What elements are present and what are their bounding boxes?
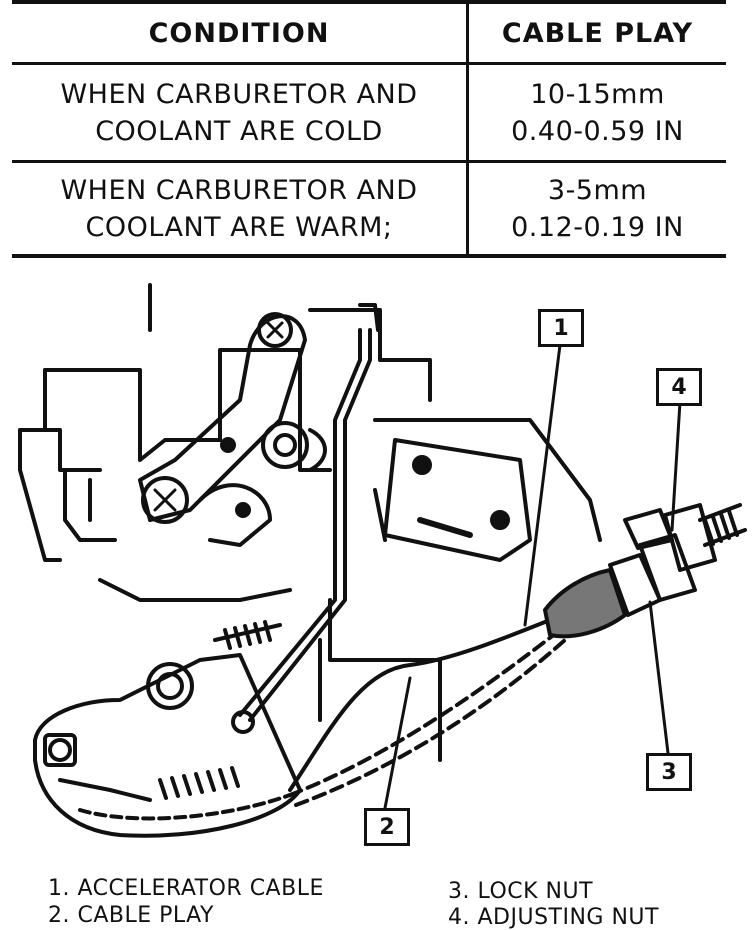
row-cold-play-mm: 10-15mm bbox=[530, 78, 665, 110]
row-warm-play: 3-5mm 0.12-0.19 IN bbox=[469, 163, 726, 254]
row-warm-play-mm: 3-5mm bbox=[547, 174, 648, 206]
leader-3 bbox=[648, 600, 670, 755]
table-row-rule bbox=[12, 160, 726, 163]
callout-leaders bbox=[383, 343, 682, 810]
nut-assembly bbox=[623, 503, 747, 602]
cable-boot bbox=[543, 553, 662, 639]
table-top-rule bbox=[12, 0, 726, 4]
carburetor-body bbox=[18, 283, 602, 762]
leader-1 bbox=[523, 343, 562, 627]
leader-2 bbox=[383, 676, 412, 810]
throttle-lever bbox=[138, 312, 307, 547]
table-header-rule bbox=[12, 62, 726, 65]
cable-slack-dashed bbox=[288, 628, 562, 797]
callout-3: 3 bbox=[646, 753, 692, 791]
legend-item-3: 3. LOCK NUT bbox=[448, 879, 594, 904]
callout-2: 2 bbox=[364, 808, 410, 846]
legend-item-1: 1. ACCELERATOR CABLE bbox=[48, 876, 324, 901]
row-cold-play: 10-15mm 0.40-0.59 IN bbox=[469, 65, 726, 160]
row-warm-condition: WHEN CARBURETOR AND COOLANT ARE WARM; bbox=[12, 163, 466, 254]
row-cold-condition-line2: COOLANT ARE COLD bbox=[95, 115, 383, 147]
cable-slack-dashed-2 bbox=[294, 638, 567, 807]
leader-4 bbox=[670, 400, 682, 532]
throttle-cam bbox=[33, 653, 302, 838]
carburetor-cable-diagram bbox=[18, 283, 747, 838]
legend-item-4: 4. ADJUSTING NUT bbox=[448, 905, 659, 930]
row-cold-play-in: 0.40-0.59 IN bbox=[511, 115, 684, 147]
accelerator-cable bbox=[288, 618, 552, 792]
cable-bracket bbox=[373, 438, 532, 562]
callout-1: 1 bbox=[538, 309, 584, 347]
row-cold-condition-line1: WHEN CARBURETOR AND bbox=[60, 78, 418, 110]
row-warm-condition-line2: COOLANT ARE WARM; bbox=[85, 211, 393, 243]
callout-4: 4 bbox=[656, 368, 702, 406]
row-warm-condition-line1: WHEN CARBURETOR AND bbox=[60, 174, 418, 206]
row-cold-condition: WHEN CARBURETOR AND COOLANT ARE COLD bbox=[12, 65, 466, 160]
table-column-rule bbox=[466, 0, 469, 258]
table-bottom-rule bbox=[12, 254, 726, 258]
row-warm-play-in: 0.12-0.19 IN bbox=[511, 211, 684, 243]
cable-play-table: CONDITION CABLE PLAY WHEN CARBURETOR AND… bbox=[12, 0, 726, 258]
return-spring bbox=[213, 421, 327, 650]
linkage-rod bbox=[231, 303, 380, 734]
header-cable-play: CABLE PLAY bbox=[501, 17, 694, 49]
legend-item-2: 2. CABLE PLAY bbox=[48, 903, 214, 928]
header-condition: CONDITION bbox=[148, 17, 330, 49]
